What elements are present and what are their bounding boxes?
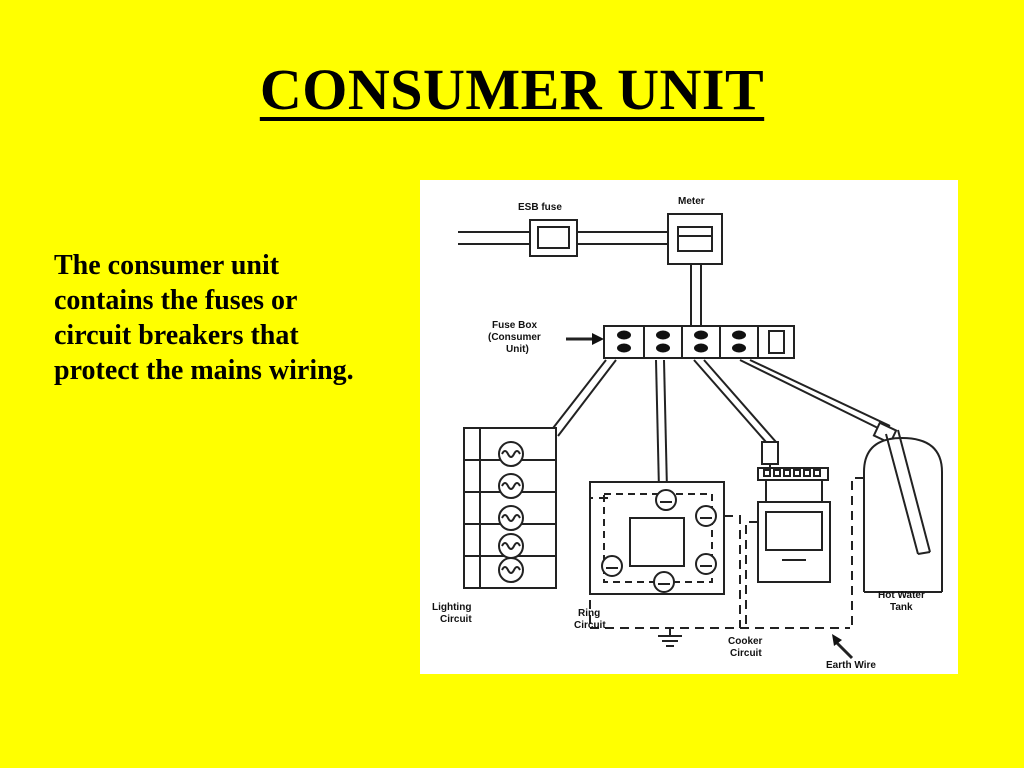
- label-esb-fuse: ESB fuse: [518, 202, 562, 213]
- label-earth-wire: Earth Wire: [826, 660, 876, 671]
- consumer-unit-diagram: ESB fuse Meter Fuse Box (Consumer Unit) …: [420, 180, 958, 674]
- esb-fuse-icon: [529, 219, 578, 257]
- mains-cable: [458, 231, 668, 245]
- cooker-icon: [757, 467, 831, 583]
- label-cooker-2: Circuit: [730, 648, 762, 659]
- meter-icon: [667, 213, 723, 265]
- label-hot-water-2: Tank: [890, 602, 913, 613]
- slide-title: CONSUMER UNIT: [259, 57, 765, 122]
- earth-symbol-icon: [658, 628, 682, 647]
- label-fuse-box-3: Unit): [506, 344, 529, 355]
- label-fuse-box-1: Fuse Box: [492, 320, 537, 331]
- label-meter: Meter: [678, 196, 705, 207]
- label-lighting-2: Circuit: [440, 614, 472, 625]
- label-ring-1: Ring: [578, 608, 600, 619]
- label-hot-water-1: Hot Water: [878, 590, 925, 601]
- ring-circuit-icon: [589, 481, 725, 595]
- label-lighting-1: Lighting: [432, 602, 471, 613]
- label-cooker-1: Cooker: [728, 636, 763, 647]
- fuse-breakers: [617, 330, 746, 353]
- label-fuse-box-2: (Consumer: [488, 332, 541, 343]
- body-text: The consumer unit contains the fuses or …: [54, 250, 354, 386]
- lighting-circuit-icon: [463, 427, 557, 589]
- earth-wire: [589, 477, 864, 629]
- hot-water-tank-icon: [863, 429, 943, 593]
- label-ring-2: Circuit: [574, 620, 606, 631]
